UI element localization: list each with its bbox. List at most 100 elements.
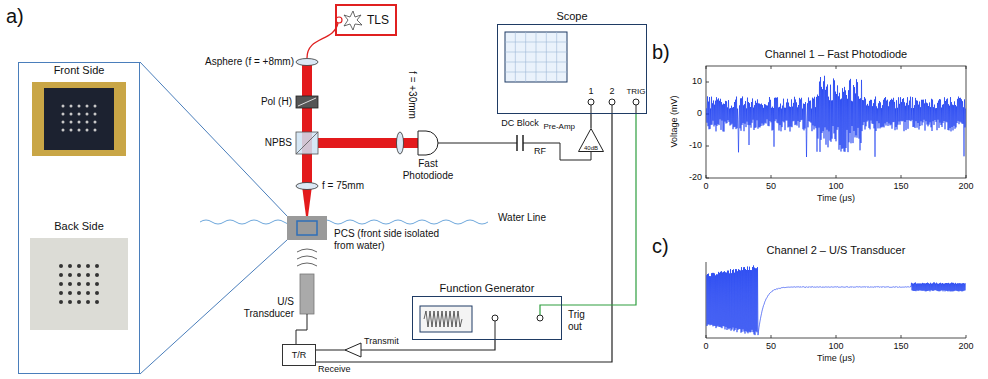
axis-tick: [771, 66, 772, 69]
signal-trace: [707, 265, 966, 335]
input-connector: [609, 99, 615, 105]
photo-dot: [95, 264, 99, 268]
chart-title: Channel 1 – Fast Photodiode: [711, 48, 961, 61]
panel-letter: a): [6, 4, 24, 28]
generator-screen: [420, 306, 472, 332]
panel-letter: b): [652, 40, 670, 64]
function-generator-box: Function Generator: [412, 296, 562, 340]
axis-tick: [836, 66, 837, 69]
photo-dot: [68, 273, 72, 277]
focusing-lens: [397, 132, 404, 154]
photo-dot: [95, 291, 99, 295]
trigger-wire: [540, 305, 562, 315]
axis-tick: [706, 146, 709, 147]
sound-wave: [297, 263, 317, 266]
scope-grid: [546, 32, 547, 82]
instrument-title: Function Generator: [413, 282, 561, 295]
component-label: DC Block: [496, 118, 544, 129]
photo-dot: [78, 129, 81, 132]
sound-wave: [297, 249, 317, 252]
axis-tick: [966, 335, 967, 338]
photo-dot: [78, 105, 81, 108]
input-connector: [588, 99, 594, 105]
sound-wave: [297, 256, 317, 259]
tick-label: 0: [680, 108, 702, 119]
photo-dot: [62, 121, 65, 124]
photodiode: [418, 131, 438, 155]
photo-dot: [70, 113, 73, 116]
back-photo: [30, 238, 128, 330]
sample-label: PCS (front side isolated from water): [334, 228, 440, 252]
scope-grid: [505, 72, 567, 73]
amplifier-outline: [579, 129, 604, 152]
beamsplitter-cube: [296, 132, 318, 154]
chart-axes: [706, 262, 966, 338]
photo-dot: [86, 121, 89, 124]
gain-label: 40dB: [578, 145, 604, 151]
photo-dot: [59, 282, 63, 286]
tick-label: 200: [951, 341, 981, 352]
photo-dot: [59, 300, 63, 304]
tick-label: 0: [691, 341, 721, 352]
photo-dot: [77, 291, 81, 295]
signal-wire: [316, 114, 612, 362]
axis-tick: [966, 175, 967, 178]
inset-panel: Front SideBack Side: [18, 62, 140, 374]
tick-label: 10: [680, 76, 702, 87]
output-wire: [495, 321, 496, 340]
axis-title: Voltage (mV): [669, 81, 680, 161]
channel-label: 1: [586, 86, 596, 97]
tick-label: 100: [821, 181, 851, 192]
photo-dot: [70, 105, 73, 108]
lens-label: f = +30mm: [406, 65, 418, 125]
photo-dot: [95, 273, 99, 277]
component-label: NPBS: [240, 137, 292, 149]
tick-label: -20: [680, 172, 702, 183]
front-photo: [32, 82, 126, 156]
water-line: [200, 220, 488, 224]
photo-dot: [59, 273, 63, 277]
input-connector: [633, 99, 639, 105]
scope-grid: [515, 32, 516, 82]
switch-label: T/R: [283, 350, 315, 361]
water-label: Water Line: [498, 212, 546, 224]
photo-dot: [86, 291, 90, 295]
signal-label: Receive: [318, 364, 351, 375]
photo-dot: [68, 264, 72, 268]
transducer-wire: [296, 314, 307, 344]
axis-tick: [706, 178, 709, 179]
photo-dot: [95, 282, 99, 286]
tick-label: 50: [756, 341, 786, 352]
input-wire: [591, 105, 636, 114]
axis-title: Time (μs): [796, 353, 876, 364]
tick-label: -10: [680, 140, 702, 151]
beamsplitter-cube: [296, 132, 318, 154]
asphere-lens: [296, 59, 318, 66]
port-label: Trig out: [568, 309, 600, 333]
laser-beam: [302, 64, 312, 186]
polarizer: [298, 98, 316, 106]
photo-dot: [62, 105, 65, 108]
photo-dot: [94, 113, 97, 116]
photo-dot: [94, 121, 97, 124]
photo-dot: [94, 129, 97, 132]
axis-tick: [706, 82, 709, 83]
axis-title: Time (μs): [796, 193, 876, 204]
axis-tick: [836, 175, 837, 178]
axis-tick: [836, 335, 837, 338]
tick-label: 0: [691, 181, 721, 192]
tick-label: 150: [886, 181, 916, 192]
photo-dot: [78, 113, 81, 116]
axis-tick: [966, 66, 967, 69]
amplifier-triangle: Pre-Amp40dB: [578, 128, 604, 152]
scope-screen: [505, 32, 567, 82]
photo-dot: [78, 121, 81, 124]
axis-tick: [706, 66, 707, 69]
axis-tick: [901, 175, 902, 178]
lens-label: Asphere (f = +8mm): [198, 56, 294, 68]
scope-grid: [505, 42, 567, 43]
panel-letter: c): [652, 234, 669, 258]
oscilloscope-box: Scope: [497, 24, 647, 114]
amplifier-label: Pre-Amp: [543, 122, 575, 132]
photo-dot: [62, 113, 65, 116]
